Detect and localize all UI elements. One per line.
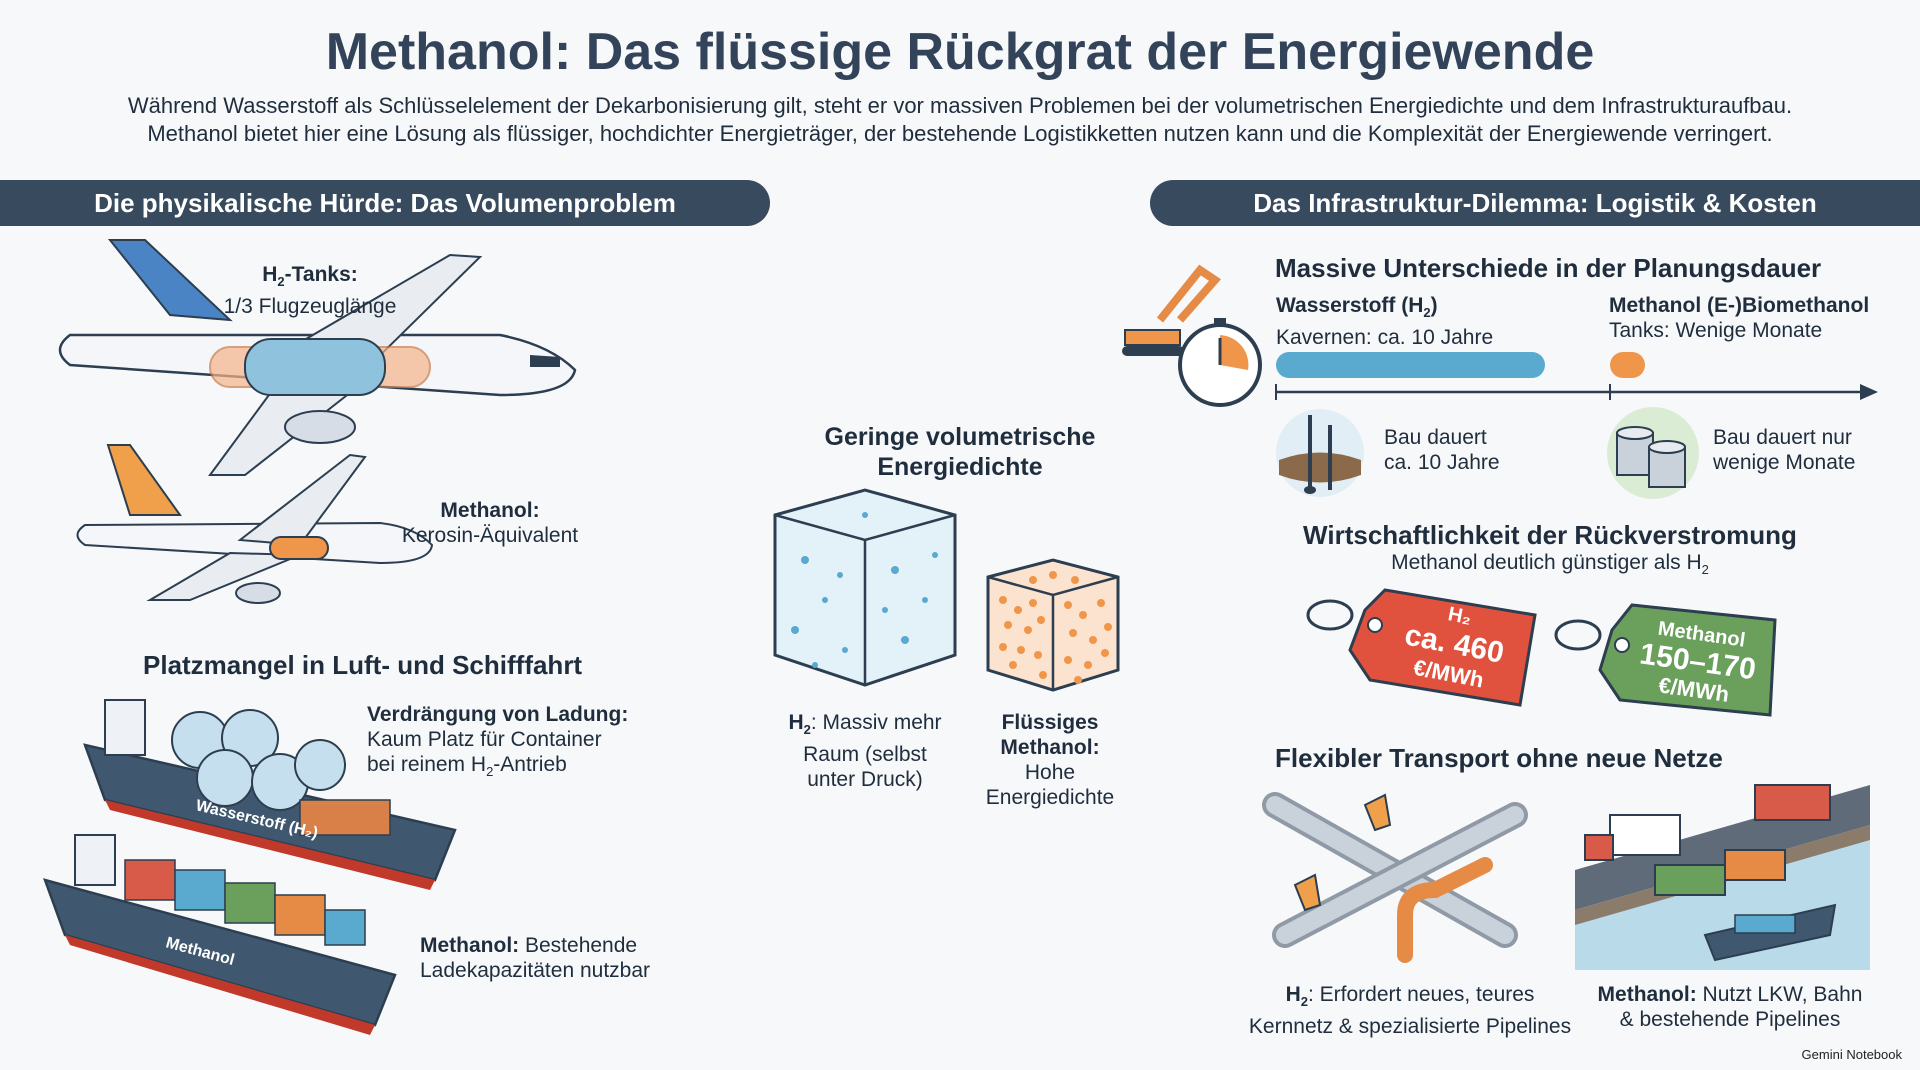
footer-brand: Gemini Notebook [1801,1047,1902,1062]
center-methanol-caption: Flüssiges Methanol: Hohe Energiedichte [985,711,1115,809]
economics-subtitle: Methanol deutlich günstiger als H2 [1391,551,1709,578]
plane-methanol-label: Methanol: Kerosin-Äquivalent [401,499,579,547]
transport-heading: Flexibler Transport ohne neue Netze [1275,743,1723,773]
methanol-volume-cube [986,558,1120,692]
left-section-heading: Die physikalische Hürde: Das Volumenprob… [0,180,770,226]
right-section-heading: Das Infrastruktur-Dilemma: Logistik & Ko… [1150,180,1920,226]
ship-h2-label: Verdrängung von Ladung: Kaum Platz für C… [367,703,629,780]
cavern-drilling-icon [1276,409,1364,497]
planning-duration-timeline [1275,352,1878,400]
economics-heading: Wirtschaftlichkeit der Rückverstromung [1303,520,1797,550]
methanol-price-tag: Methanol 150–170 €/MWh [1554,603,1777,717]
truck-rail-ship-illustration [1575,784,1870,970]
planning-methanol-title: Methanol (E-)Biomethanol Tanks: Wenige M… [1609,294,1870,342]
ship-methanol-label: Methanol: Bestehende Ladekapazitäten nut… [420,934,651,982]
h2-price-tag: H₂ ca. 460 €/MWh [1306,588,1537,707]
h2-plane-illustration [58,239,577,476]
planning-heading: Massive Unterschiede in der Planungsdaue… [1275,253,1822,283]
intro-text: Während Wasserstoff als Schlüsselelement… [127,93,1793,146]
construction-stopwatch-icon [1122,264,1262,407]
plane-h2-label: H2-Tanks: 1/3 Flugzeuglänge [223,263,397,319]
h2-duration-bar [1276,352,1545,378]
h2-volume-cube [773,488,957,687]
methanol-ship-illustration: Methanol [43,834,397,1035]
center-h2-caption: H2: Massiv mehr Raum (selbst unter Druck… [788,711,942,792]
pipeline-construction-illustration [1262,792,1528,963]
transport-methanol-caption: Methanol: Nutzt LKW, Bahn & bestehende P… [1597,983,1863,1031]
methanol-duration-bar [1610,352,1645,378]
h2-ship-illustration: Wasserstoff (H₂) [83,699,457,890]
ships-heading: Platzmangel in Luft- und Schifffahrt [143,650,583,680]
page-title: Methanol: Das flüssige Rückgrat der Ener… [325,23,1595,81]
h2-tag-line1: H₂ [1446,603,1473,629]
transport-h2-caption: H2: Erfordert neues, teures Kernnetz & s… [1248,983,1572,1039]
storage-tanks-icon [1607,407,1699,499]
methanol-plane-illustration [76,444,434,604]
planning-h2-title: Wasserstoff (H2) Kavernen: ca. 10 Jahre [1276,294,1494,350]
